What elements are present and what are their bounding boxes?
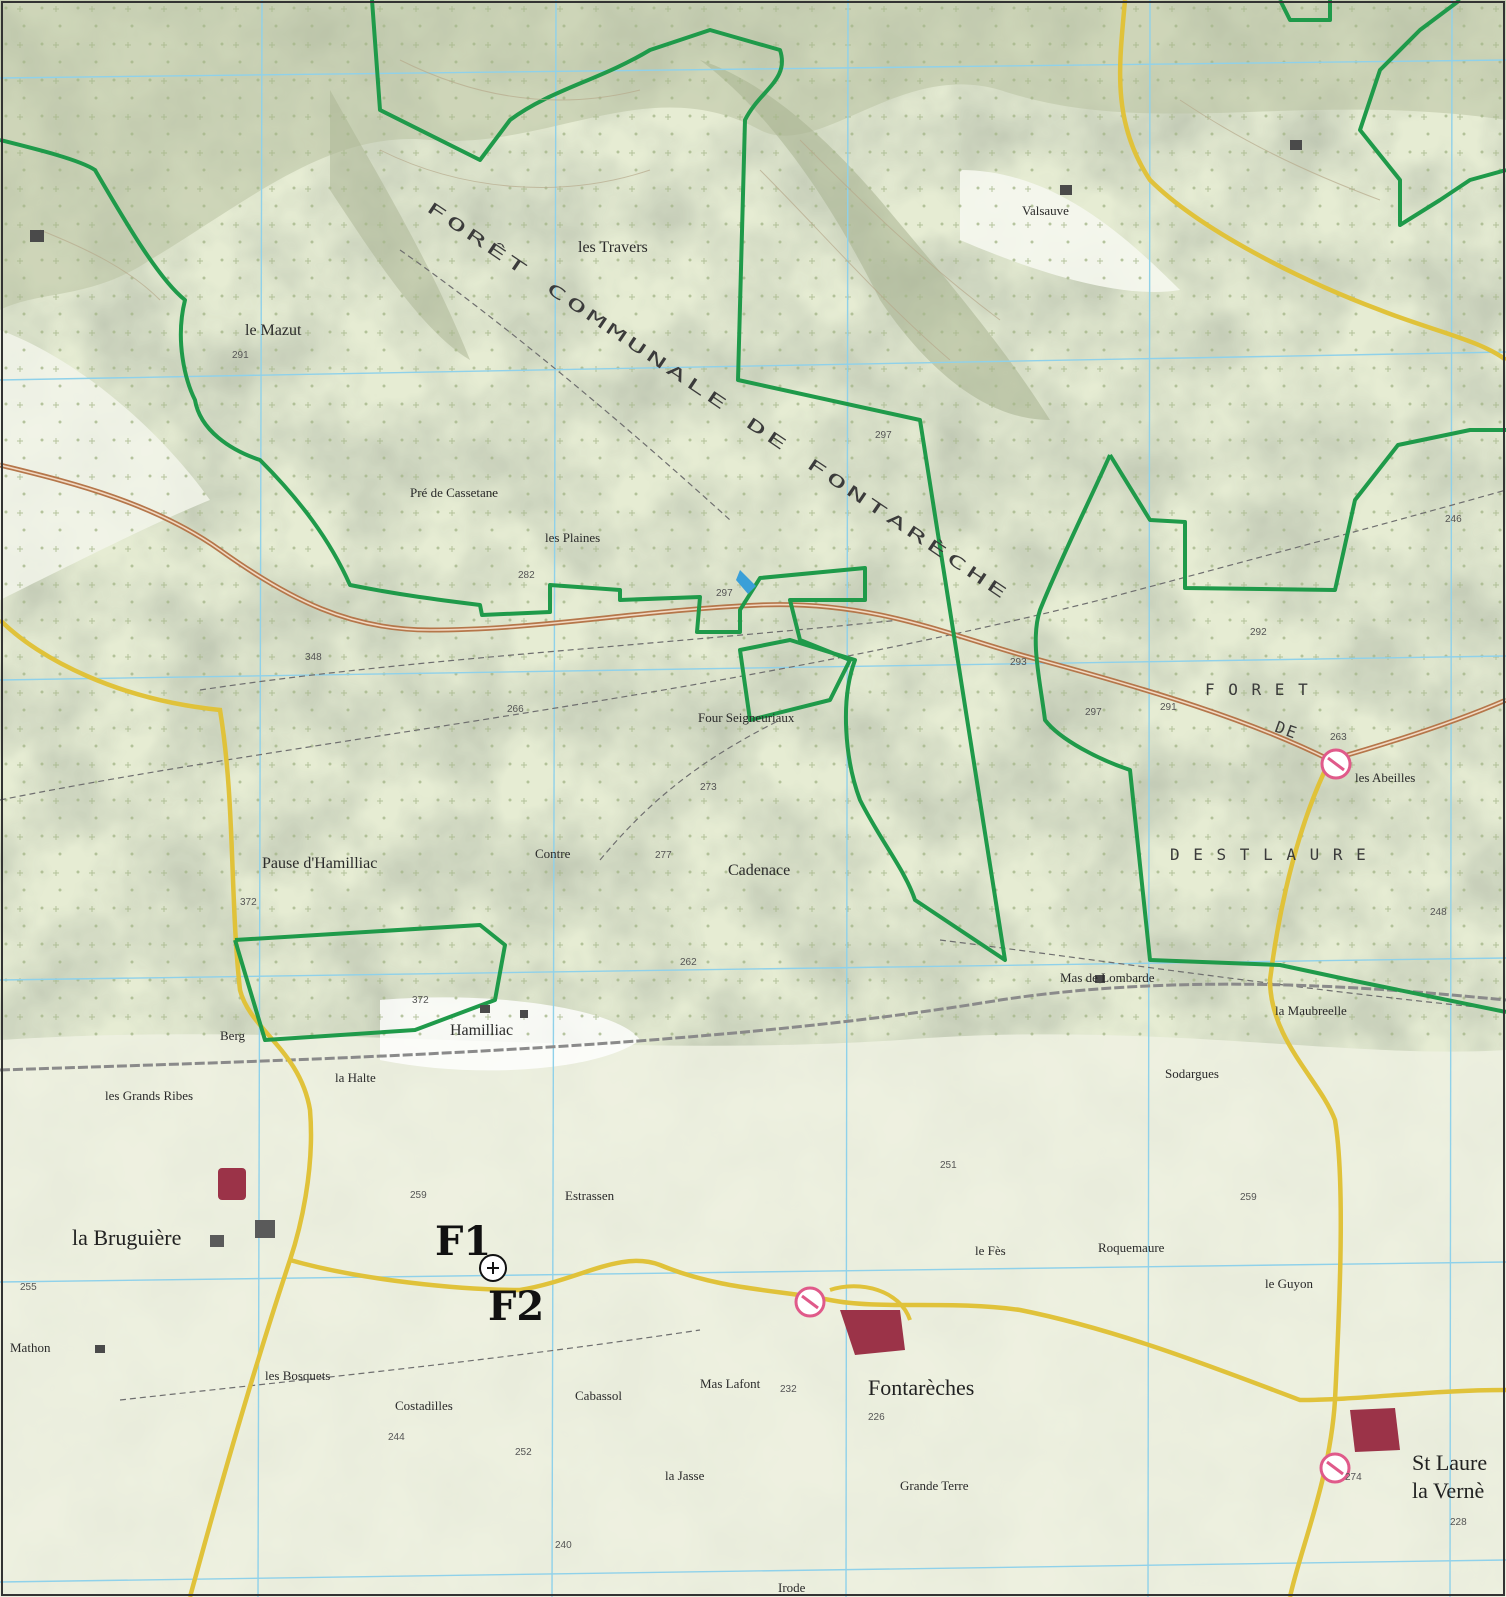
elevation: 273 xyxy=(700,782,717,793)
place-costadilles: Costadilles xyxy=(395,1398,453,1413)
place-fontareches: Fontarèches xyxy=(868,1375,974,1400)
place-cabassol: Cabassol xyxy=(575,1388,622,1403)
elevation: 266 xyxy=(507,704,524,715)
place-mathon: Mathon xyxy=(10,1340,51,1355)
place-mas-lafont: Mas Lafont xyxy=(700,1376,761,1391)
place-les-bosquets: les Bosquets xyxy=(265,1368,330,1383)
forest-boundaries xyxy=(0,0,1506,1042)
village-symbol-icon xyxy=(1350,1408,1400,1452)
place-les-plaines: les Plaines xyxy=(545,530,600,545)
place-le-guyon: le Guyon xyxy=(1265,1276,1314,1291)
boundary-foret-communale xyxy=(0,0,1007,962)
marker-f1: F1 xyxy=(435,1218,491,1265)
elevation: 252 xyxy=(515,1447,532,1458)
elevation: 282 xyxy=(518,570,535,581)
village-symbol-icon xyxy=(218,1168,246,1200)
elevation: 240 xyxy=(555,1540,572,1551)
place-les-grands-ribes: les Grands Ribes xyxy=(105,1088,193,1103)
place-la-bruguiere: la Bruguière xyxy=(72,1225,181,1250)
elevation: 277 xyxy=(655,850,672,861)
elevation: 291 xyxy=(232,350,249,361)
village-fontareches xyxy=(829,1284,912,1355)
railway xyxy=(0,982,1506,1072)
place-st-laurent-2: la Vernè xyxy=(1412,1478,1484,1503)
main-road-inner xyxy=(0,464,1506,761)
place-bergerie: Berg xyxy=(220,1028,246,1043)
village-bruguiere xyxy=(210,1168,275,1247)
elevation: 259 xyxy=(1240,1192,1257,1203)
elevation-labels: 291 297 282 348 372 372 297 277 262 251 … xyxy=(20,350,1467,1551)
marker-f2: F2 xyxy=(488,1283,544,1330)
elevation: 232 xyxy=(780,1384,797,1395)
place-grande-terre: Grande Terre xyxy=(900,1478,969,1493)
place-les-abeilles: les Abeilles xyxy=(1355,770,1415,785)
place-hamilliac: Hamilliac xyxy=(450,1022,513,1039)
elevation: 251 xyxy=(940,1160,957,1171)
elevation: 262 xyxy=(680,957,697,968)
elevation: 226 xyxy=(868,1412,885,1423)
water-icon xyxy=(736,570,756,594)
elevation: 259 xyxy=(410,1190,427,1201)
elevation: 372 xyxy=(240,897,257,908)
place-la-halte: la Halte xyxy=(335,1070,376,1085)
place-roquemaure: Roquemaure xyxy=(1098,1240,1165,1255)
village-st-laurent xyxy=(1350,1408,1400,1452)
village-symbol-icon xyxy=(840,1310,905,1355)
place-irode: Irode xyxy=(778,1580,806,1595)
place-pause-hamilliac: Pause d'Hamilliac xyxy=(262,855,377,872)
elevation: 274 xyxy=(1345,1472,1362,1483)
boundary-northeast xyxy=(1278,0,1506,227)
elevation: 291 xyxy=(1160,702,1177,713)
road-sign-icon xyxy=(1320,748,1352,780)
elevation: 263 xyxy=(1330,732,1347,743)
elevation: 297 xyxy=(875,430,892,441)
boundary-foret-st-laurent xyxy=(1033,454,1506,1014)
forest-label-st-laurent: D E S T L A U R E xyxy=(1170,845,1368,864)
elevation: 297 xyxy=(1085,707,1102,718)
elevation: 246 xyxy=(1445,514,1462,525)
forest-label-foret: F O R E T xyxy=(1205,680,1310,699)
place-la-jasse: la Jasse xyxy=(665,1468,705,1483)
place-pre-de-cassetane: Pré de Cassetane xyxy=(410,485,498,500)
place-le-fes: le Fès xyxy=(975,1243,1006,1258)
elevation: 297 xyxy=(716,588,733,599)
place-four-seigneuriaux: Four Seigneuriaux xyxy=(698,710,795,725)
elevation: 255 xyxy=(20,1282,37,1293)
elevation: 293 xyxy=(1010,657,1027,668)
place-la-maubreelle: la Maubreelle xyxy=(1275,1003,1347,1018)
elevation: 248 xyxy=(1430,907,1447,918)
place-cadenace: Cadenace xyxy=(728,862,790,879)
place-valsauve: Valsauve xyxy=(1022,203,1069,218)
place-sodargues: Sodargues xyxy=(1165,1066,1219,1081)
road-sign-icon xyxy=(1319,1452,1351,1484)
elevation: 348 xyxy=(305,652,322,663)
place-estrassen: Estrassen xyxy=(565,1188,615,1203)
road-sign-icon xyxy=(794,1286,826,1318)
hamlet-symbols xyxy=(30,140,1302,1353)
place-le-mazut: le Mazut xyxy=(245,322,302,339)
elevation: 372 xyxy=(412,995,429,1006)
place-contre: Contre xyxy=(535,846,571,861)
place-les-travers: les Travers xyxy=(578,239,648,256)
elevation: 244 xyxy=(388,1432,405,1443)
place-st-laurent-1: St Laure xyxy=(1412,1450,1487,1475)
contour-lines xyxy=(39,59,1381,361)
target-point-icon xyxy=(479,1254,507,1282)
forest-pattern xyxy=(0,0,1506,1040)
elevation: 228 xyxy=(1450,1517,1467,1528)
place-mas-de-lombarde: Mas de Lombarde xyxy=(1060,970,1155,985)
tracks xyxy=(0,249,1506,1401)
cultivated-plain-south xyxy=(0,1034,1506,1597)
elevation: 292 xyxy=(1250,627,1267,638)
